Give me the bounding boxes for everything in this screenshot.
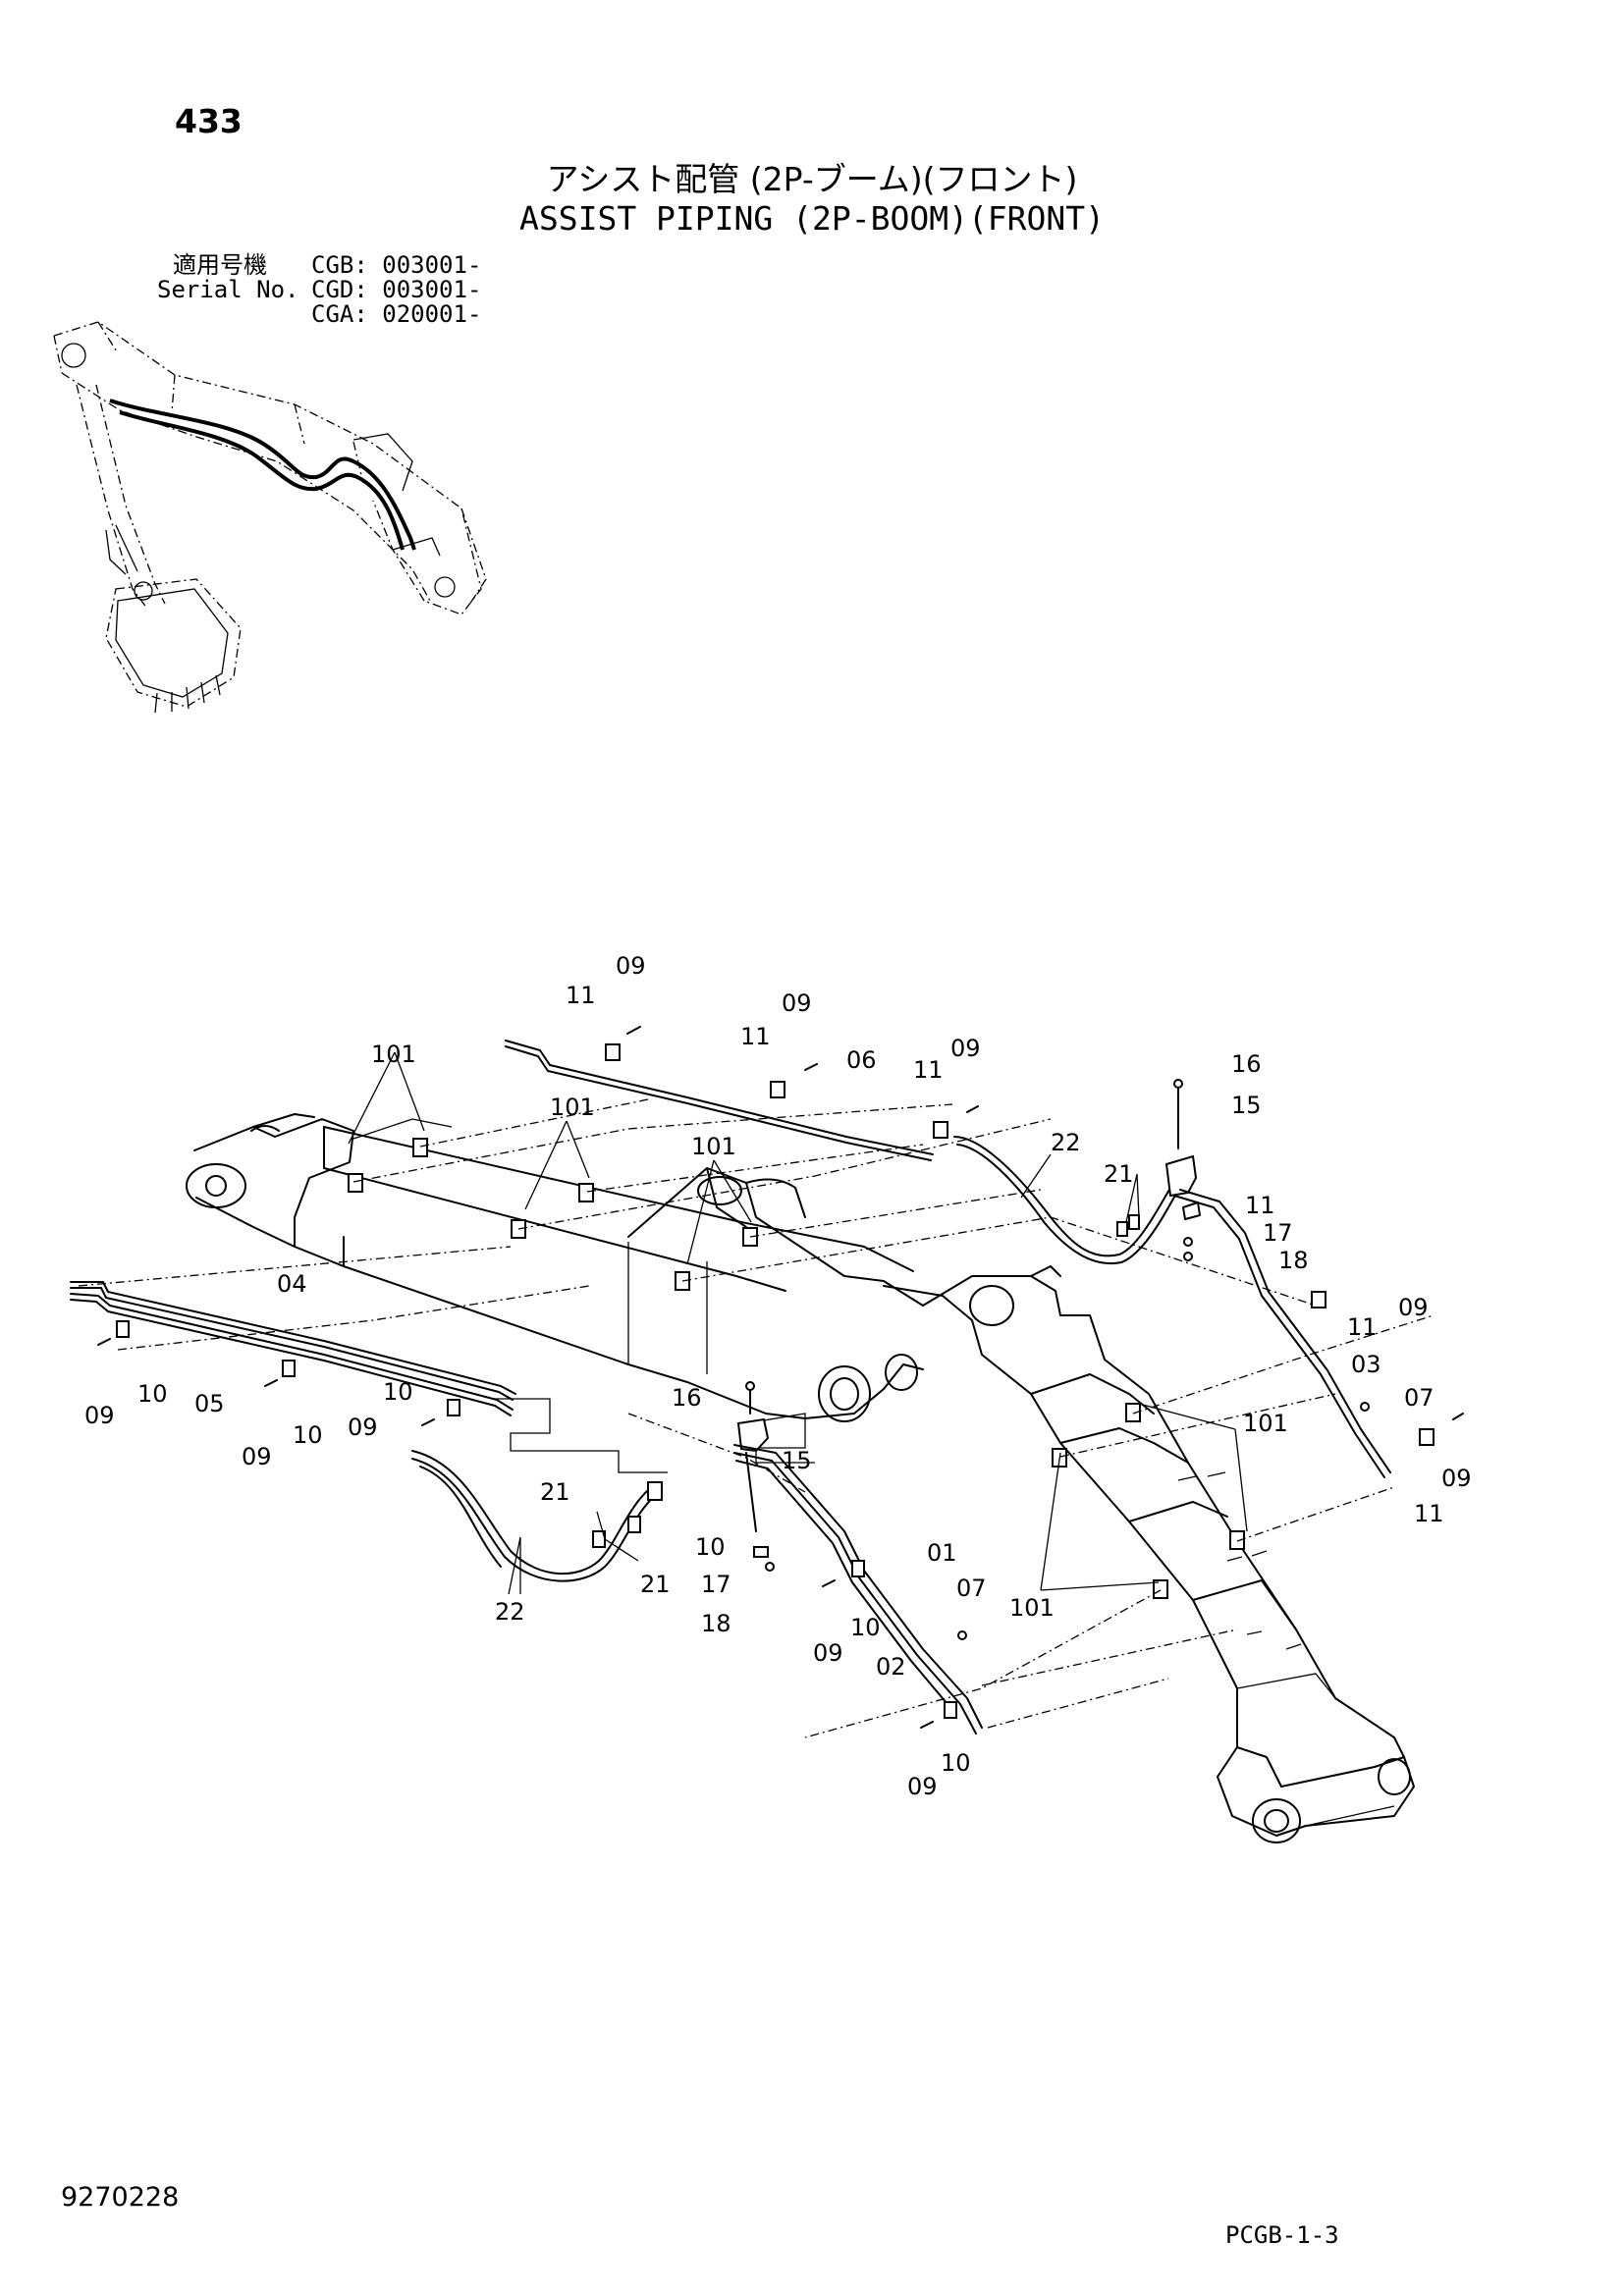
callout-11: 11 [1414,1500,1444,1527]
callout-11: 11 [913,1056,944,1084]
callout-101: 101 [691,1133,736,1160]
serial-range-cgd: CGD: 003001- [311,276,482,303]
callout-02: 02 [876,1653,906,1681]
pipe-06 [505,1026,979,1161]
callout-11: 11 [740,1023,771,1050]
callout-16: 16 [1231,1050,1262,1078]
callout-11: 11 [566,982,596,1009]
callout-15: 15 [782,1447,812,1474]
hose-22-lower [411,1450,663,1582]
callout-18: 18 [701,1610,731,1637]
callout-101: 101 [1009,1594,1055,1622]
callout-10: 10 [850,1614,881,1641]
callout-01: 01 [927,1539,957,1567]
callout-09: 09 [242,1443,272,1470]
callout-07: 07 [956,1575,987,1602]
serial-range-cga: CGA: 020001- [311,300,482,328]
callout-11: 11 [1347,1313,1378,1341]
document-number: 9270228 [61,2182,180,2213]
serial-label-japanese: 適用号機 [173,251,267,279]
callout-15: 15 [1231,1092,1262,1119]
boom-structure [186,1113,1415,1843]
callout-17: 17 [1263,1219,1293,1247]
callout-09: 09 [1398,1294,1429,1321]
callout-10: 10 [695,1533,726,1561]
callout-17: 17 [701,1571,731,1598]
callout-09: 09 [348,1414,378,1441]
callout-101: 101 [371,1041,416,1068]
thumbnail-assist-pipe [109,399,441,557]
callout-21: 21 [540,1478,570,1506]
title-japanese: アシスト配管 (2P-ブーム)(フロント) [546,160,1078,198]
callout-11: 11 [1245,1192,1275,1219]
callout-101: 101 [550,1094,595,1121]
callout-10: 10 [293,1421,323,1449]
callout-09: 09 [950,1035,981,1062]
callout-09: 09 [782,989,812,1017]
callout-05: 05 [194,1390,225,1417]
serial-range-cgb: CGB: 003001- [311,251,482,279]
callout-10: 10 [137,1380,168,1408]
callout-10: 10 [383,1378,413,1406]
sheet-code: PCGB-1-3 [1225,2221,1339,2249]
hose-22-upper [953,1136,1179,1265]
callout-10: 10 [941,1749,971,1777]
thumbnail-arm-bucket [76,384,242,714]
bracket-15-upper [1164,1079,1201,1220]
title-english: ASSIST PIPING (2P-BOOM)(FRONT) [518,199,1106,238]
callout-18: 18 [1278,1247,1309,1274]
callout-04: 04 [277,1270,307,1298]
pipe-03 [1173,1189,1464,1478]
callout-06: 06 [846,1046,877,1074]
callout-22: 22 [495,1598,525,1626]
bracket-15-lower [736,1381,775,1572]
page-number: 433 [175,102,243,140]
callout-leaders [348,1051,1248,1595]
callout-labels: 09 11 09 11 06 09 11 101 101 101 16 15 2… [84,952,1472,1800]
callout-07: 07 [1404,1384,1435,1412]
callout-09: 09 [907,1773,938,1800]
callout-16: 16 [672,1384,702,1412]
callout-101: 101 [1243,1410,1288,1437]
assembly-centerlines [78,1098,1435,1738]
callout-21: 21 [640,1571,671,1598]
callout-03: 03 [1351,1351,1381,1378]
callout-21: 21 [1104,1160,1134,1188]
callout-09: 09 [1441,1465,1472,1492]
pipe-04-05 [70,1281,516,1426]
callout-22: 22 [1051,1129,1081,1156]
boom-clamps [348,1138,1245,1599]
callout-09: 09 [813,1639,843,1667]
serial-label-english: Serial No. [157,276,299,303]
callout-09: 09 [616,952,646,980]
pipe-01-02 [733,1444,983,1735]
callout-09: 09 [84,1402,115,1429]
